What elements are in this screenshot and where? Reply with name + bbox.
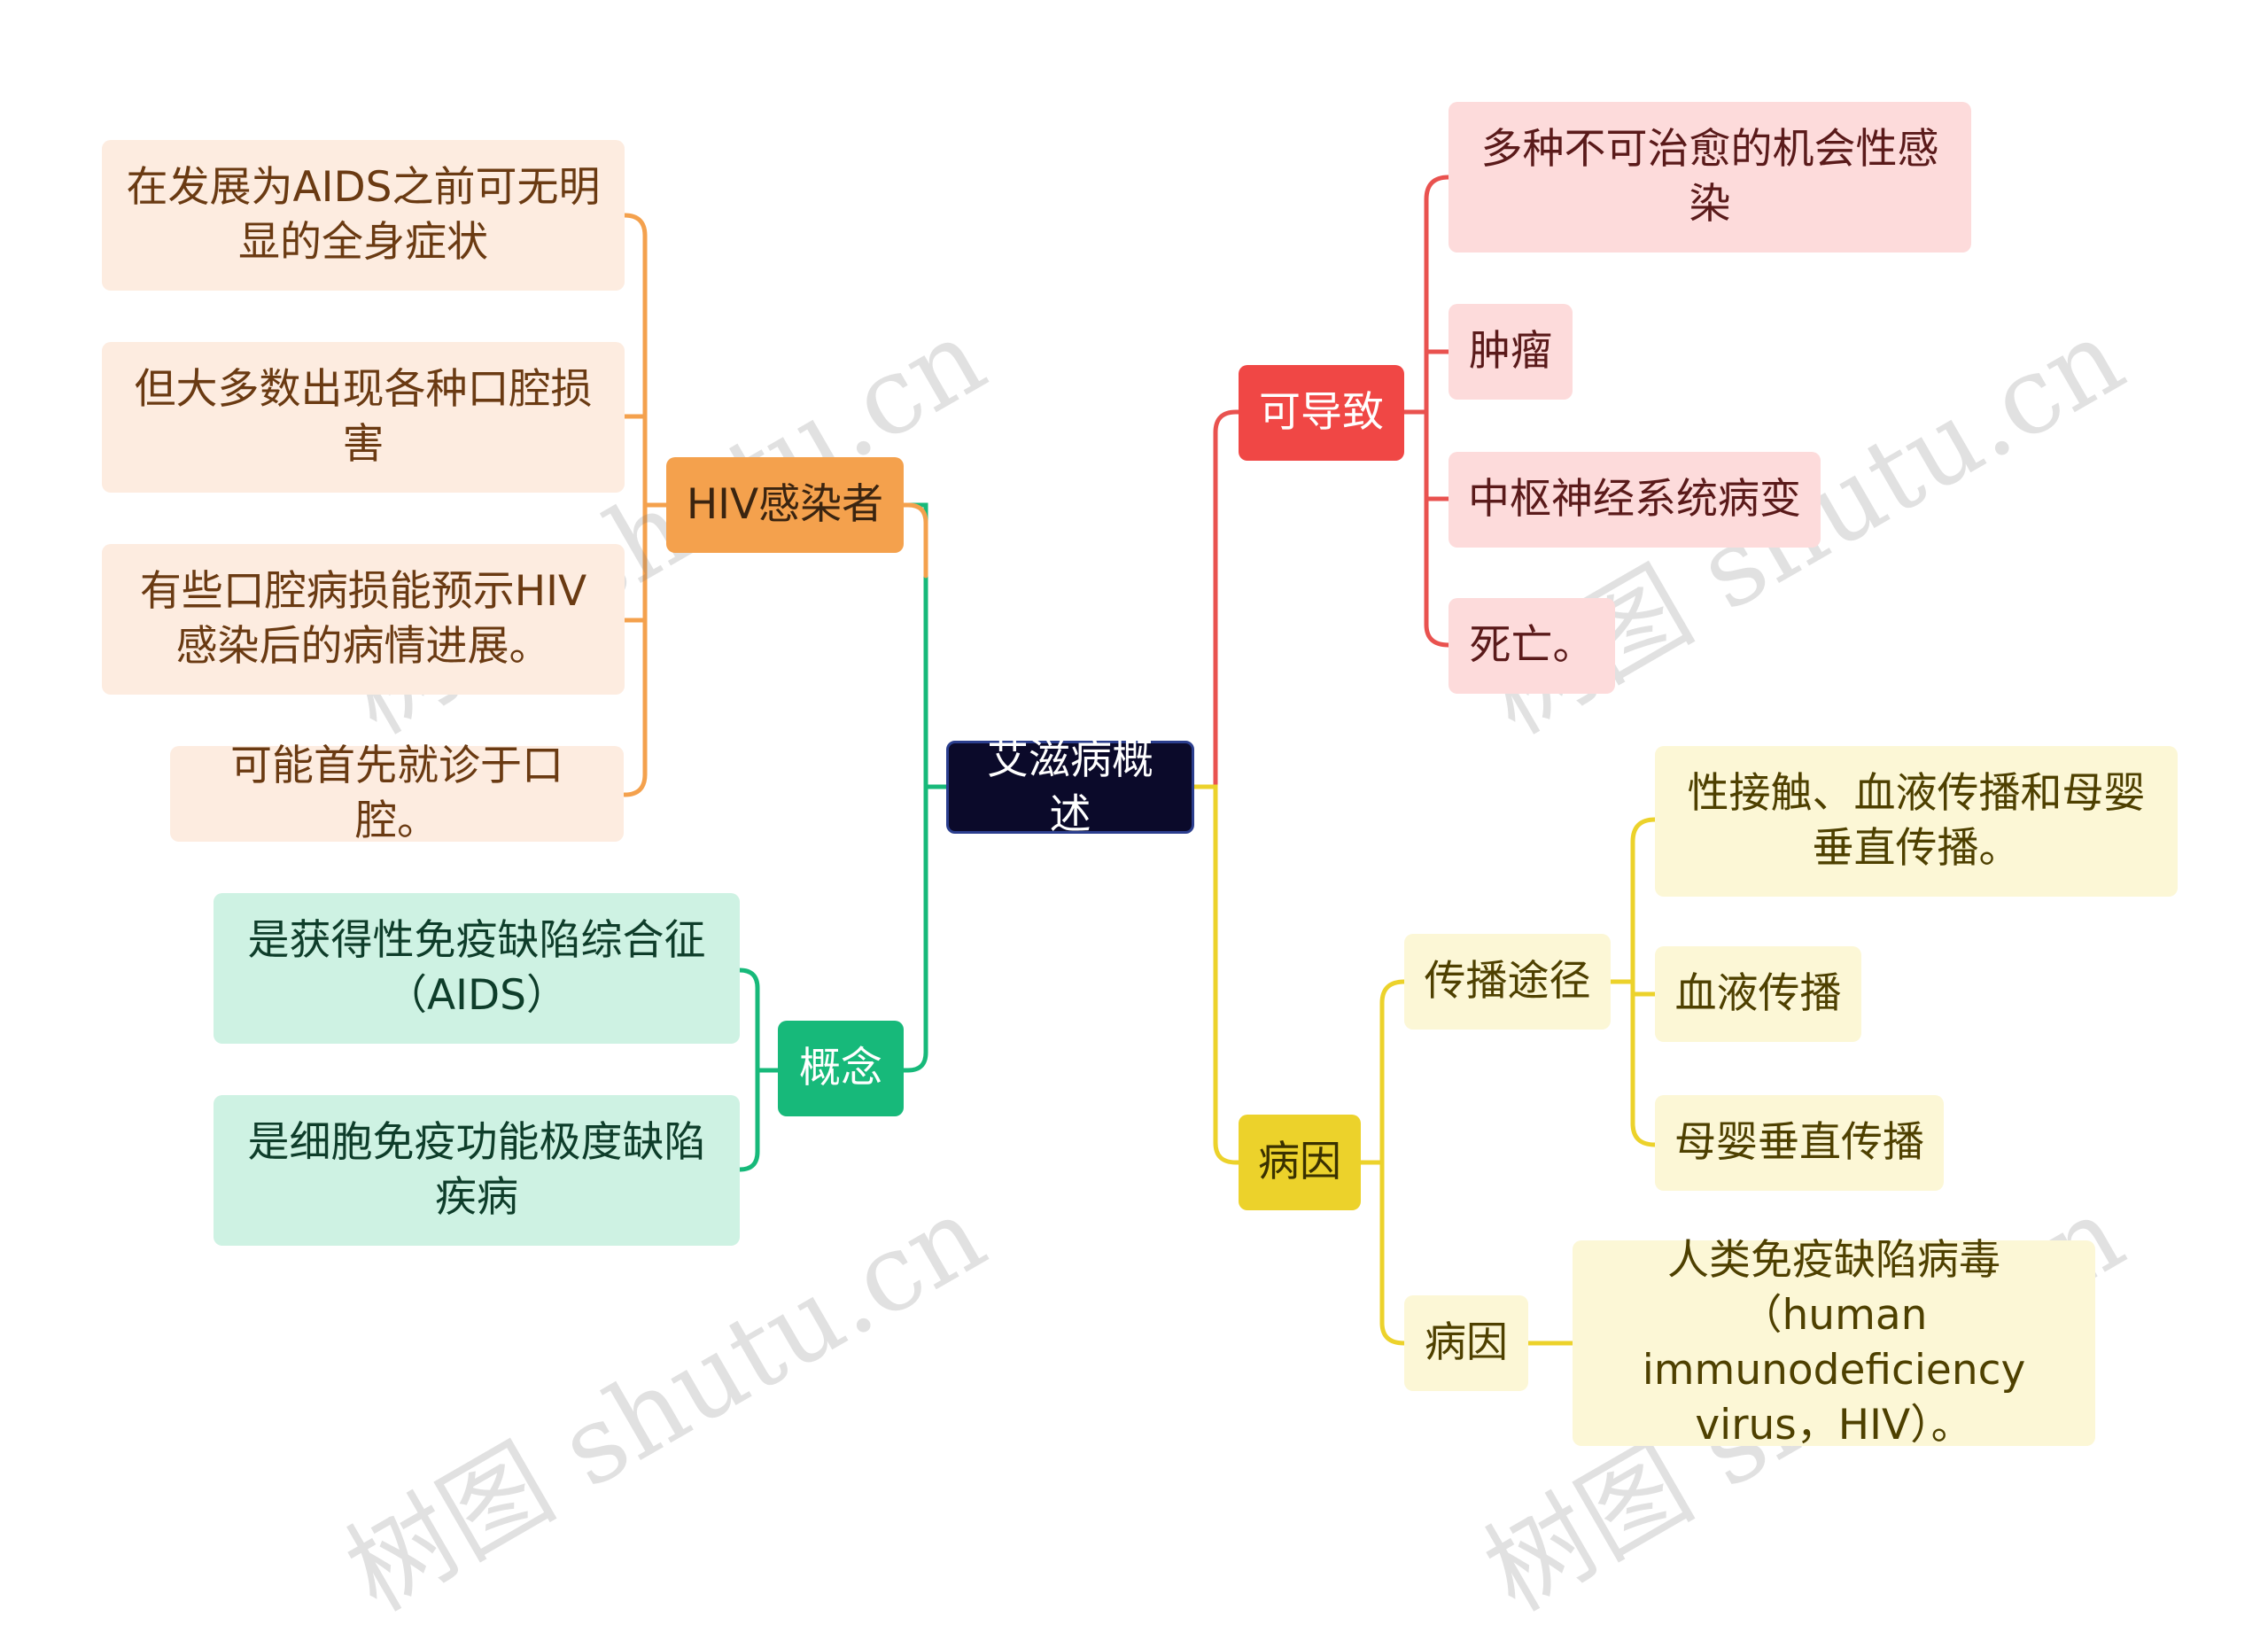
- leaf-hiv-2[interactable]: 但大多数出现各种口腔损害: [102, 342, 625, 493]
- leaf-hiv-4[interactable]: 可能首先就诊于口腔。: [170, 742, 624, 845]
- node-transmission-route[interactable]: 传播途径: [1404, 934, 1611, 1030]
- branch-consequence[interactable]: 可导致: [1239, 365, 1404, 461]
- leaf-hiv-3[interactable]: 有些口腔病损能预示HIV感染后的病情进展。: [102, 544, 625, 695]
- link-center-hiv-upper: [901, 502, 928, 579]
- leaf-consequence-2[interactable]: 肿瘤: [1449, 304, 1573, 400]
- leaf-transmission-1[interactable]: 性接触、血液传播和母婴垂直传播。: [1655, 746, 2178, 897]
- leaf-concept-2[interactable]: 是细胞免疫功能极度缺陷疾病: [214, 1095, 740, 1246]
- leaf-consequence-4[interactable]: 死亡。: [1449, 598, 1615, 694]
- link-center-cause: [1192, 784, 1241, 1165]
- link-center-concept: [901, 784, 952, 1073]
- leaf-transmission-2[interactable]: 血液传播: [1655, 946, 1861, 1042]
- leaf-transmission-3[interactable]: 母婴垂直传播: [1655, 1095, 1944, 1191]
- link-hiv-leaves: [622, 213, 672, 797]
- branch-concept[interactable]: 概念: [778, 1021, 904, 1116]
- leaf-hiv-1[interactable]: 在发展为AIDS之前可无明显的全身症状: [102, 140, 625, 291]
- link-concept-leaves: [737, 968, 781, 1172]
- link-cause-children: [1358, 979, 1407, 1346]
- link-center-consequence: [1192, 409, 1241, 789]
- link-transmission-leaves: [1608, 817, 1658, 1147]
- leaf-etiology-1[interactable]: 人类免疫缺陷病毒（human immunodeficiency virus，HI…: [1573, 1236, 2095, 1450]
- leaf-concept-1[interactable]: 是获得性免疫缺陷综合征（AIDS）: [214, 893, 740, 1044]
- branch-hiv-carrier[interactable]: HIV感染者: [666, 457, 904, 553]
- connector-lines: [622, 175, 1658, 1346]
- link-consequence-leaves: [1402, 175, 1451, 648]
- leaf-consequence-3[interactable]: 中枢神经系统病变: [1449, 452, 1821, 548]
- branch-cause[interactable]: 病因: [1239, 1115, 1361, 1210]
- leaf-consequence-1[interactable]: 多种不可治愈的机会性感染: [1449, 102, 1971, 253]
- node-etiology[interactable]: 病因: [1404, 1295, 1528, 1391]
- central-topic[interactable]: 艾滋病概述: [946, 735, 1194, 839]
